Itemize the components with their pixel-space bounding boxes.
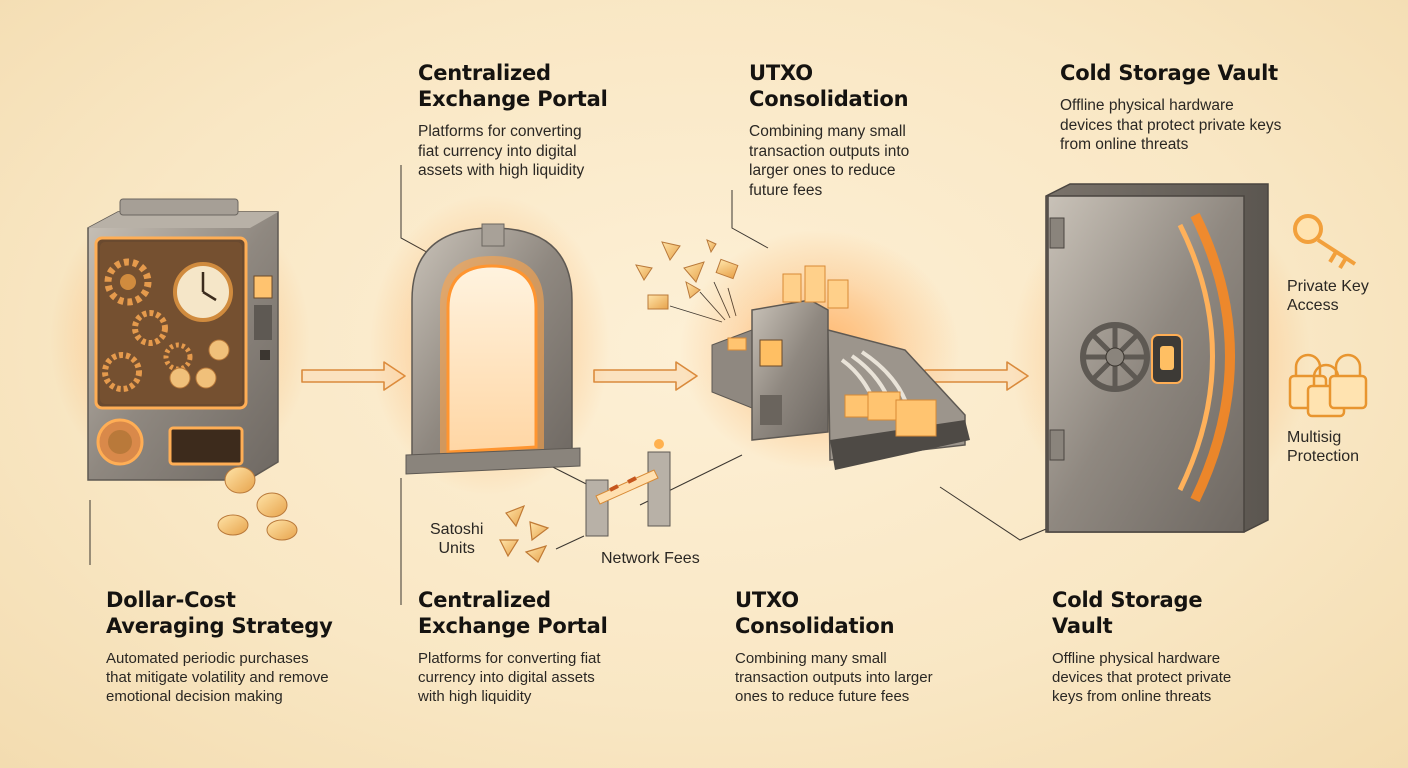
portal-bottom-title: Centralized Exchange Portal (418, 588, 608, 638)
utxo-bottom-description: Combining many small transaction outputs… (735, 650, 933, 705)
padlocks-icon (1288, 353, 1368, 418)
dca-bottom-title: Dollar-Cost Averaging Strategy (106, 588, 333, 638)
portal-top-title: Centralized Exchange Portal (418, 61, 608, 111)
satoshi-units-callout: Satoshi Units (430, 521, 484, 557)
multisig-callout: Multisig Protection (1287, 429, 1360, 465)
portal-bottom-label: Centralized Exchange Portal Platforms fo… (418, 587, 678, 706)
leader-line-satoshi (555, 535, 585, 550)
key-icon (1293, 214, 1357, 270)
vending-machine-icon (50, 190, 310, 490)
vault-bottom-label: Cold Storage Vault Offline physical hard… (1052, 587, 1312, 706)
vault-icon (1010, 183, 1310, 533)
portal-top-description: Platforms for converting fiat currency i… (418, 123, 585, 179)
vault-top-description: Offline physical hardware devices that p… (1060, 97, 1282, 153)
dca-bottom-label: Dollar-Cost Averaging Strategy Automated… (106, 587, 386, 706)
vault-top-label: Cold Storage Vault Offline physical hard… (1060, 60, 1350, 155)
satoshi-units-icon (499, 504, 550, 563)
coins-icon (217, 466, 298, 541)
portal-top-label: Centralized Exchange Portal Platforms fo… (418, 60, 658, 181)
utxo-top-description: Combining many small transaction outputs… (749, 123, 910, 199)
network-fees-callout: Network Fees (601, 550, 700, 567)
dca-bottom-description: Automated periodic purchases that mitiga… (106, 650, 329, 705)
utxo-machine-icon (680, 230, 970, 470)
private-key-callout: Private Key Access (1287, 278, 1369, 314)
vault-bottom-title: Cold Storage Vault (1052, 588, 1203, 638)
utxo-bottom-label: UTXO Consolidation Combining many small … (735, 587, 995, 706)
utxo-top-title: UTXO Consolidation (749, 61, 909, 111)
toll-gate-icon (585, 439, 671, 537)
portal-arch-icon (370, 195, 610, 495)
portal-bottom-description: Platforms for converting fiat currency i… (418, 650, 601, 705)
utxo-top-label: UTXO Consolidation Combining many small … (749, 60, 989, 200)
vault-bottom-description: Offline physical hardware devices that p… (1052, 650, 1232, 705)
leader-line-utxo-top (731, 190, 769, 249)
utxo-bottom-title: UTXO Consolidation (735, 588, 895, 638)
vault-top-title: Cold Storage Vault (1060, 61, 1278, 85)
